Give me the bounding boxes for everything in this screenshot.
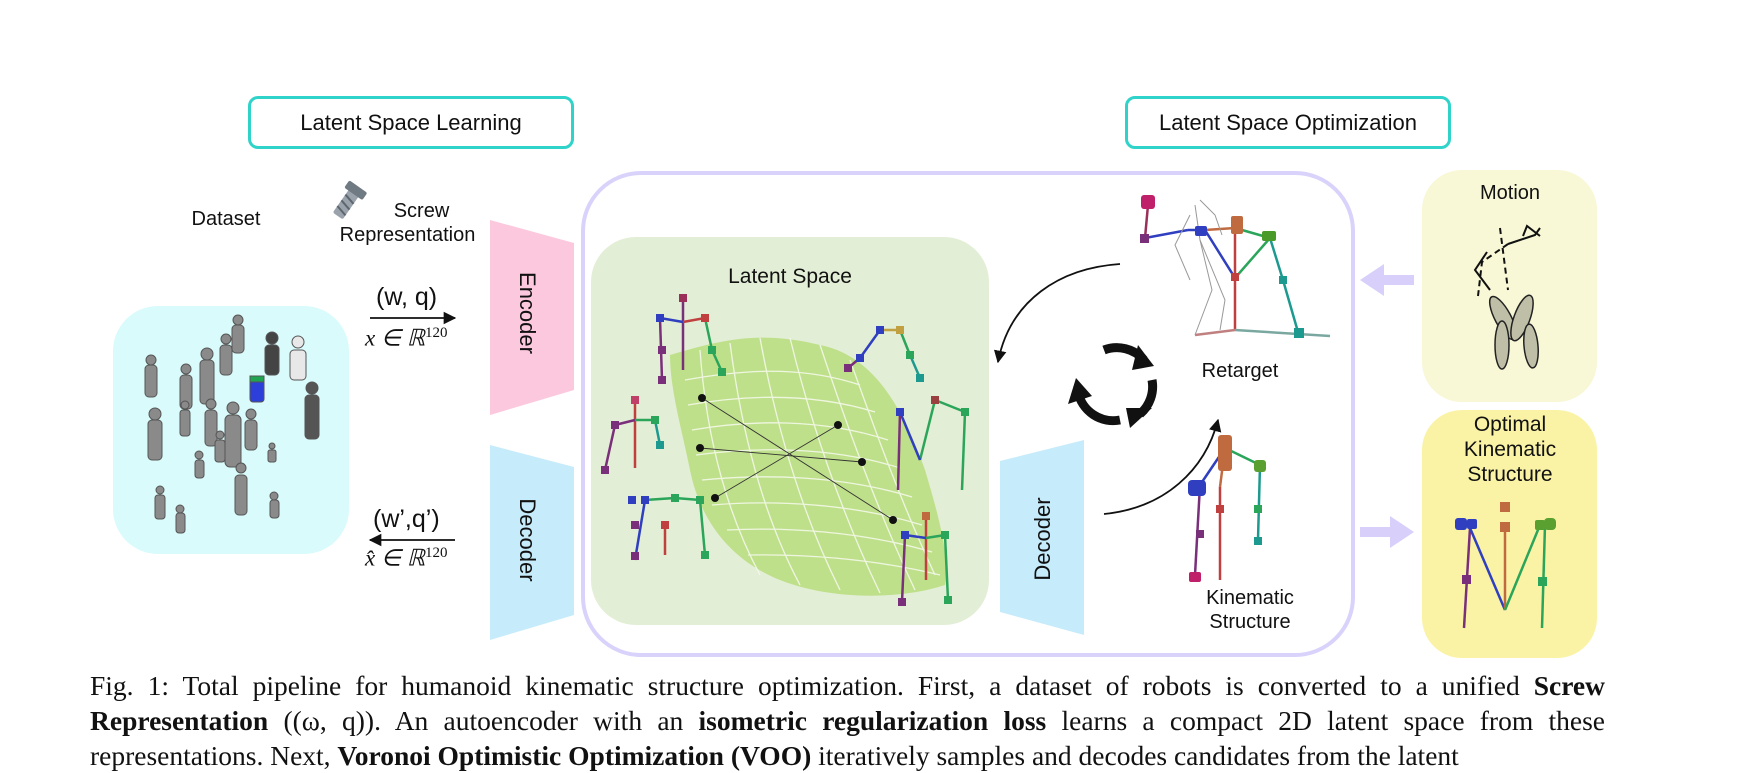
inner-decoder-label: Decoder xyxy=(1030,497,1055,581)
figure-caption: Fig. 1: Total pipeline for humanoid kine… xyxy=(90,668,1605,773)
decode-space-text: x̂ ∈ ℝ xyxy=(365,545,425,571)
retarget-ghost xyxy=(1174,199,1226,336)
decoder-trapezoid xyxy=(490,445,574,640)
skeleton-mid-left xyxy=(603,400,662,471)
encode-pair-label: (w, q) xyxy=(376,283,438,311)
skeleton-mid-right-joints xyxy=(896,396,969,416)
decode-pair-label: (w’,q’) xyxy=(373,505,440,533)
screw-label-line2: Representation xyxy=(339,223,476,246)
retarget-joints xyxy=(1140,195,1304,338)
latent-space-label: Latent Space xyxy=(728,265,852,288)
latent-manifold xyxy=(670,337,947,596)
motion-label: Motion xyxy=(1479,182,1541,204)
encoder-trapezoid xyxy=(490,220,574,415)
motion-figure xyxy=(1473,224,1541,297)
motion-figure-legs xyxy=(1488,294,1539,370)
latent-space-optimization-text: Latent Space Optimization xyxy=(1158,109,1418,135)
skeleton-bottom-left-joints xyxy=(628,494,709,560)
caption-bold2: isometric regularization loss xyxy=(698,705,1047,736)
screw-icon xyxy=(333,181,367,219)
optimization-frame xyxy=(581,171,1355,657)
screw-representation-label: Screw Representation xyxy=(330,200,485,247)
latent-space-learning-text: Latent Space Learning xyxy=(300,109,522,135)
skeleton-top-right-joints xyxy=(844,326,924,382)
robot-dataset-figures xyxy=(144,314,320,534)
caption-text4: iteratively samples and decodes candidat… xyxy=(811,740,1459,771)
skeleton-mid-right xyxy=(896,398,967,491)
optimal-line2: Kinematic xyxy=(1463,437,1557,461)
optimal-output-arrow xyxy=(1360,516,1414,548)
dataset-label: Dataset xyxy=(191,208,261,230)
decode-space-label: x̂ ∈ ℝ120 xyxy=(365,545,447,572)
skeleton-top-left-joints xyxy=(656,294,726,384)
to-latent-arrow xyxy=(993,263,1121,364)
optimal-structure-label: Optimal Kinematic Structure xyxy=(1440,413,1580,487)
to-kinematic-arrow xyxy=(1103,418,1222,515)
latent-space-learning-title: Latent Space Learning xyxy=(248,96,574,149)
pipeline-diagram xyxy=(113,170,1597,658)
inner-decoder-trapezoid xyxy=(1000,440,1084,635)
skeleton-mid-left-joints xyxy=(601,396,664,474)
skeleton-bottom-left xyxy=(633,496,707,561)
optimal-line1: Optimal xyxy=(1473,413,1547,436)
kinematic-line2: Structure xyxy=(1209,610,1291,633)
caption-fig-label: Fig. 1: xyxy=(90,670,169,701)
cycle-icon-heads xyxy=(1068,345,1154,428)
skeleton-bottom-right-joints xyxy=(898,512,952,606)
optimal-skeleton-joints xyxy=(1455,502,1556,586)
decode-space-exponent: 120 xyxy=(424,545,448,561)
caption-bold1: Screw Representation xyxy=(90,670,1605,736)
optimal-line3: Structure xyxy=(1467,462,1553,486)
motion-panel xyxy=(1422,170,1597,402)
caption-text1: Total pipeline for humanoid kinematic st… xyxy=(168,670,1534,701)
latent-space-optimization-title: Latent Space Optimization xyxy=(1125,96,1451,149)
screw-label-line1: Screw xyxy=(393,200,450,222)
caption-text2: ((ω, q)). An autoencoder with an xyxy=(268,705,699,736)
encode-space-exponent: 120 xyxy=(424,325,448,341)
kinematic-line1: Kinematic xyxy=(1206,587,1294,609)
caption-bold3: Voronoi Optimistic Optimization (VOO) xyxy=(337,740,812,771)
kinematic-structure-label: Kinematic Structure xyxy=(1190,587,1310,634)
encode-space-label: x ∈ ℝ120 xyxy=(365,325,447,352)
motion-input-arrow xyxy=(1360,264,1414,296)
retarget-label: Retarget xyxy=(1201,360,1279,382)
encode-space-text: x ∈ ℝ xyxy=(365,325,425,351)
decoder-label: Decoder xyxy=(515,498,540,582)
encoder-label: Encoder xyxy=(515,272,540,354)
kinematic-structure-joints xyxy=(1188,435,1266,582)
